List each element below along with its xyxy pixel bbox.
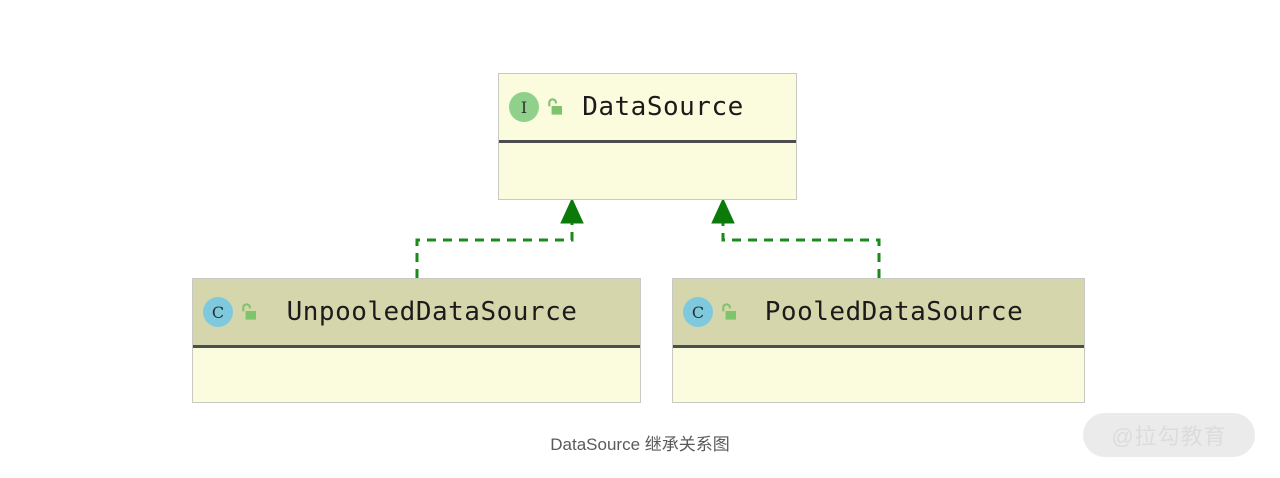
uml-node-members	[193, 348, 640, 401]
uml-node-members	[499, 143, 796, 198]
unlock-icon	[546, 97, 564, 117]
uml-node-datasource[interactable]: I DataSource	[498, 73, 797, 200]
uml-node-unpooleddatasource[interactable]: C UnpooledDataSource	[192, 278, 641, 403]
class-badge-icon: C	[683, 297, 713, 327]
uml-node-header: C PooledDataSource	[673, 279, 1084, 348]
inheritance-arrowhead	[711, 197, 735, 224]
class-badge-icon: C	[203, 297, 233, 327]
uml-node-header: I DataSource	[499, 74, 796, 143]
unlock-icon	[720, 302, 738, 322]
interface-badge-icon: I	[509, 92, 539, 122]
edge-pooled-to-datasource	[711, 197, 881, 278]
uml-node-header: C UnpooledDataSource	[193, 279, 640, 348]
unlock-icon	[240, 302, 258, 322]
watermark: @拉勾教育	[1083, 413, 1255, 457]
edge-unpooled-to-datasource	[415, 197, 584, 278]
diagram-caption: DataSource 继承关系图	[550, 435, 730, 454]
uml-node-pooleddatasource[interactable]: C PooledDataSource	[672, 278, 1085, 403]
uml-node-title: PooledDataSource	[764, 297, 1024, 327]
uml-node-members	[673, 348, 1084, 401]
inheritance-arrowhead	[560, 197, 584, 224]
uml-node-title: UnpooledDataSource	[286, 297, 578, 327]
uml-node-title: DataSource	[582, 92, 744, 122]
